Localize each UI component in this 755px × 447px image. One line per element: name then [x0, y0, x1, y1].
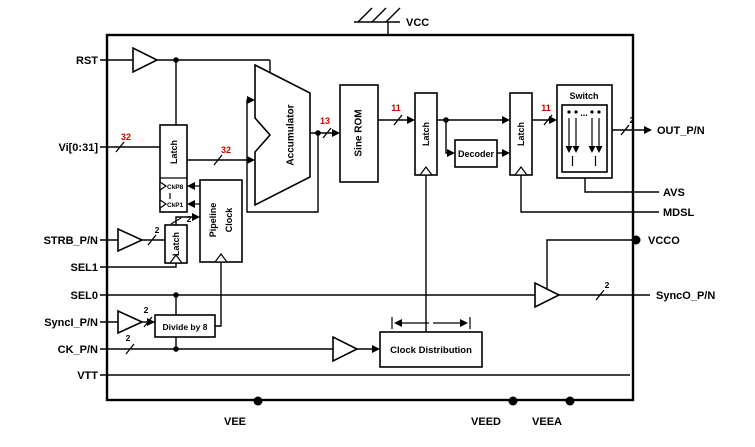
pin-label-vcco: VCCO: [648, 235, 680, 247]
bus-width-acc-in: 32: [221, 145, 231, 155]
pin-label-sel0: SEL0: [70, 290, 98, 302]
pin-label-avs: AVS: [663, 187, 685, 199]
buffers: [117, 46, 561, 363]
strobe-latch-label: Latch: [171, 232, 181, 256]
vee-pad-icon: [253, 396, 263, 406]
bus-width-labels: 32 32 13 11 11 2 2 2 2 2 2: [115, 103, 635, 355]
bus-width-acc-out: 13: [320, 116, 330, 126]
bus-width-rom-out: 11: [391, 103, 401, 113]
bus-width-strb-latch-out: 2: [187, 214, 192, 224]
wires: [100, 22, 659, 376]
bus-width-switch-in: 11: [541, 103, 551, 113]
pin-label-rst: RST: [76, 55, 98, 67]
input-latch-block: Latch CkP8 CkP1: [159, 124, 188, 213]
rst-buffer: [132, 46, 159, 74]
pin-label-sel1: SEL1: [70, 262, 98, 274]
strobe-latch-block: Latch: [164, 224, 188, 264]
pipeline-clock-label-2: Clock: [224, 207, 234, 233]
switch-label: Switch: [569, 91, 598, 101]
accumulator-block: Accumulator: [254, 63, 311, 207]
ck-buffer: [332, 335, 359, 363]
pin-labels-left: RST Vi[0:31] STRB_P/N SEL1 SEL0 SyncI_P/…: [44, 55, 99, 382]
veea-pad-icon: [565, 396, 575, 406]
pin-label-vcc: VCC: [406, 17, 429, 29]
bus-width-synci: 2: [144, 305, 149, 315]
divide-by-8-block: Divide by 8: [154, 314, 216, 338]
junction-dots: [173, 57, 449, 352]
bus-width-vi: 32: [121, 132, 131, 142]
pin-label-veea: VEEA: [532, 416, 562, 428]
pin-label-vtt: VTT: [77, 370, 98, 382]
ckp1-clock-icon: [159, 198, 168, 210]
pin-label-vee: VEE: [224, 416, 246, 428]
pin-label-synco: SyncO_P/N: [656, 290, 715, 302]
decoder-block: Decoder: [454, 139, 498, 168]
decoder-label: Decoder: [458, 149, 495, 159]
clock-distribution-label: Clock Distribution: [390, 345, 472, 356]
bus-width-out: 2: [630, 115, 635, 125]
switch-cell-icons: [568, 118, 600, 166]
bus-width-strb: 2: [155, 225, 160, 235]
pin-label-strb: STRB_P/N: [44, 235, 98, 247]
output-latch-label: Latch: [516, 122, 526, 146]
pipeline-clock-block: Pipeline Clock: [199, 179, 243, 263]
out-arrow-icon: [644, 126, 652, 134]
output-latch-clock-icon: [513, 166, 529, 176]
pin-label-vi: Vi[0:31]: [58, 142, 98, 154]
clock-distribution-block: Clock Distribution: [379, 317, 483, 368]
ckp1-label: CkP1: [167, 202, 184, 209]
divide-by-8-label: Divide by 8: [163, 322, 208, 332]
pipeline-clock-clock-icon: [213, 253, 229, 263]
chip-boundary: [105, 33, 635, 402]
rom-latch-label: Latch: [421, 122, 431, 146]
pin-label-synci: SyncI_P/N: [44, 317, 98, 329]
pin-label-ck: CK_P/N: [58, 344, 98, 356]
input-latch-label: Latch: [169, 140, 179, 164]
accumulator-label: Accumulator: [286, 104, 297, 165]
ckp8-clock-icon: [159, 180, 168, 192]
strb-buffer: [117, 227, 144, 253]
rom-latch-clock-icon: [418, 166, 434, 176]
skew-arrows-icon: [391, 317, 471, 329]
pin-label-veed: VEED: [471, 416, 501, 428]
output-latch-block: Latch: [509, 92, 533, 176]
ckp8-label: CkP8: [167, 184, 184, 191]
bus-width-ck: 2: [126, 333, 131, 343]
vcco-pad-icon: [631, 235, 641, 245]
arrowheads: [147, 96, 652, 353]
pin-label-out: OUT_P/N: [657, 125, 705, 137]
switch-block: Switch ...: [556, 84, 613, 179]
synco-buffer: [534, 281, 561, 309]
rom-latch-block: Latch: [414, 92, 438, 176]
vcc-supply-icon: [354, 7, 401, 23]
synci-buffer: [117, 309, 144, 335]
pin-labels-right: OUT_P/N AVS MDSL VCCO SyncO_P/N: [648, 125, 715, 302]
pin-label-mdsl: MDSL: [663, 207, 694, 219]
strobe-latch-clock-icon: [168, 254, 184, 264]
sine-rom-label: Sine ROM: [354, 109, 365, 156]
veed-pad-icon: [508, 396, 518, 406]
switch-ellipsis: ...: [580, 108, 588, 118]
power-pads: VEE VEED VEEA: [224, 235, 641, 428]
bus-width-synco: 2: [605, 280, 610, 290]
sine-rom-block: Sine ROM: [339, 84, 379, 183]
pipeline-clock-label-1: Pipeline: [208, 203, 218, 238]
